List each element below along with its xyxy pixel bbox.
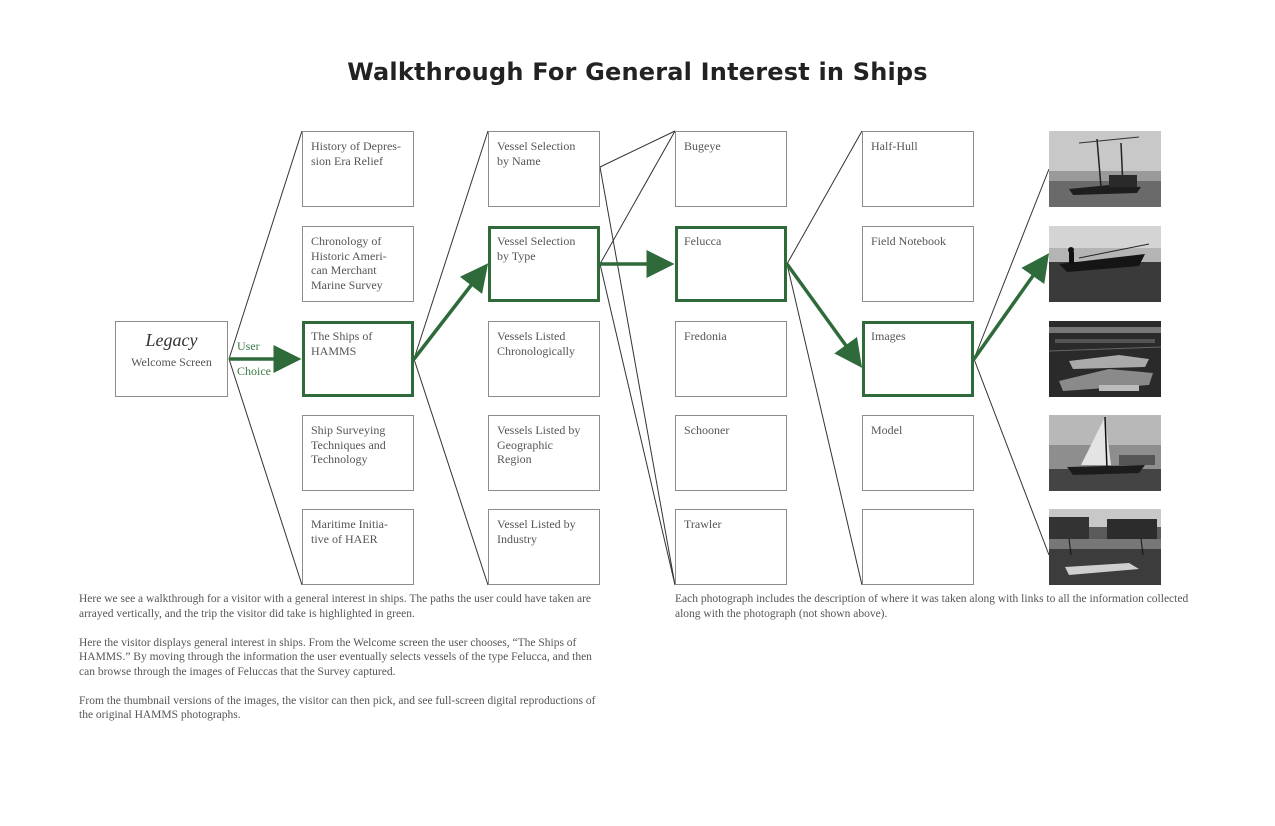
node-model[interactable]: Model bbox=[862, 415, 974, 491]
path-arrow bbox=[785, 262, 863, 368]
fan-line bbox=[228, 130, 303, 360]
fan-line bbox=[973, 168, 1050, 360]
node-vessel-listed-by-industry[interactable]: Vessel Listed by Industry bbox=[488, 509, 600, 585]
fan-line bbox=[599, 130, 676, 265]
node-vessel-selection-by-type[interactable]: Vessel Selection by Type bbox=[488, 226, 600, 302]
welcome-screen-box[interactable]: Legacy Welcome Screen bbox=[115, 321, 228, 397]
legacy-logo: Legacy bbox=[145, 330, 198, 350]
choice-label: Choice bbox=[237, 364, 271, 378]
fan-line bbox=[786, 263, 863, 586]
node-ship-surveying-techniques-and-technology[interactable]: Ship Surveying Techniques and Technology bbox=[302, 415, 414, 491]
fan-line bbox=[599, 263, 676, 586]
fan-line bbox=[973, 358, 1050, 556]
felucca-sail-photo[interactable] bbox=[1049, 415, 1161, 491]
node-trawler[interactable]: Trawler bbox=[675, 509, 787, 585]
node-vessels-listed-chronologically[interactable]: Vessels Listed Chronologically bbox=[488, 321, 600, 397]
node-half-hull[interactable]: Half-Hull bbox=[862, 131, 974, 207]
welcome-screen-label: Welcome Screen bbox=[131, 355, 212, 369]
fan-line bbox=[786, 130, 863, 265]
fan-line bbox=[413, 358, 489, 586]
boatyard-interior-photo[interactable] bbox=[1049, 321, 1161, 397]
description-paragraph-3: From the thumbnail versions of the image… bbox=[79, 694, 596, 722]
node-empty[interactable] bbox=[862, 509, 974, 585]
photograph-note: Each photograph includes the description… bbox=[675, 593, 1189, 620]
description-paragraph-1: Here we see a walkthrough for a visitor … bbox=[79, 593, 592, 620]
path-arrow bbox=[972, 253, 1050, 361]
boats-with-masts-photo[interactable] bbox=[1049, 131, 1161, 207]
fan-line bbox=[599, 166, 676, 586]
description-paragraph-2: Here the visitor displays general intere… bbox=[79, 636, 592, 678]
diagram-title: Walkthrough For General Interest in Ship… bbox=[347, 58, 928, 86]
fan-line bbox=[413, 130, 489, 360]
node-history-of-depres-sion-era-relief[interactable]: History of Depres- sion Era Relief bbox=[302, 131, 414, 207]
harbor-dock-photo[interactable] bbox=[1049, 509, 1161, 585]
path-arrow bbox=[412, 263, 489, 361]
node-schooner[interactable]: Schooner bbox=[675, 415, 787, 491]
node-chronology-of-historic-ameri-can-merchant-marine-survey[interactable]: Chronology of Historic Ameri- can Mercha… bbox=[302, 226, 414, 302]
left-description: Here we see a walkthrough for a visitor … bbox=[79, 592, 604, 737]
node-maritime-initia-tive-of-haer[interactable]: Maritime Initia- tive of HAER bbox=[302, 509, 414, 585]
node-felucca[interactable]: Felucca bbox=[675, 226, 787, 302]
user-label: User bbox=[237, 339, 260, 353]
right-description: Each photograph includes the description… bbox=[675, 592, 1190, 636]
node-the-ships-of-hamms[interactable]: The Ships of HAMMS bbox=[302, 321, 414, 397]
node-vessel-selection-by-name[interactable]: Vessel Selection by Name bbox=[488, 131, 600, 207]
node-field-notebook[interactable]: Field Notebook bbox=[862, 226, 974, 302]
felucca-rowing-photo[interactable] bbox=[1049, 226, 1161, 302]
node-fredonia[interactable]: Fredonia bbox=[675, 321, 787, 397]
node-bugeye[interactable]: Bugeye bbox=[675, 131, 787, 207]
fan-line bbox=[228, 358, 303, 586]
fan-line bbox=[599, 130, 676, 168]
node-images[interactable]: Images bbox=[862, 321, 974, 397]
node-vessels-listed-by-geographic-region[interactable]: Vessels Listed by Geographic Region bbox=[488, 415, 600, 491]
